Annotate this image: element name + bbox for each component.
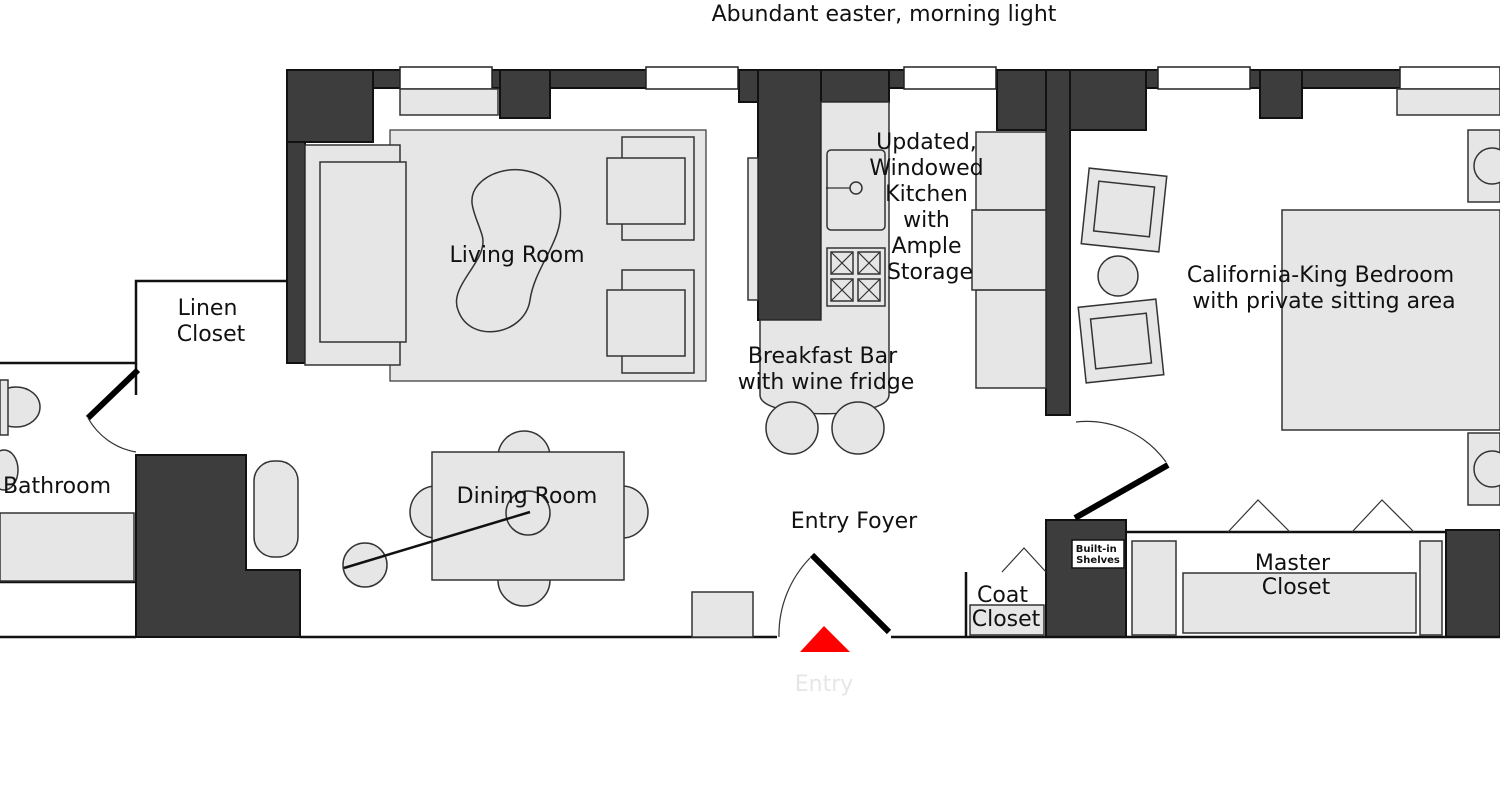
bar-stool [765,401,819,455]
breakfast-bar-label: Breakfast Bar with wine fridge [738,344,915,395]
sitting-chair-seat [1089,312,1153,370]
closet-shelf [1131,540,1177,636]
faucet [849,181,863,195]
bedroom-furniture [1077,129,1500,506]
window-sill [1396,88,1500,116]
linen-closet-label: Linen Closet [177,296,246,347]
bar-stool [831,401,885,455]
doors [85,367,1170,638]
living-corner-wall [286,69,374,143]
bed [1281,209,1500,431]
right-wall-block [1445,529,1500,638]
bedroom-pillar [1259,69,1303,119]
window-sill [399,88,499,116]
armchair-seat [606,157,686,225]
bedroom-left-wall [1045,69,1071,416]
kitchen-label: Updated, Windowed Kitchen with Ample Sto… [869,130,990,285]
master-closet-label: Master Closet [1255,551,1337,600]
side-table [1097,255,1139,297]
refrigerator [971,209,1047,291]
entry-marker-icon [800,626,850,652]
closet-wall-block [1045,519,1127,638]
dining-room-label: Dining Room [457,484,598,509]
side-chair [342,542,388,588]
bathtub [0,512,135,582]
toilet-tank [0,379,9,436]
entry-label: Entry [795,672,854,697]
linen-closet-wall [0,279,287,365]
closet-shelf [1419,540,1443,636]
closet-door-chevron [1227,499,1291,533]
kitchen-partition [757,69,822,321]
lamp [1473,450,1500,488]
built-in-shelves-label: Built-in Shelves [1076,544,1121,566]
linen-closet-door [85,367,141,421]
closet-rail [1182,572,1417,634]
coffee-table [455,168,562,333]
wall-pillar [499,69,551,119]
window [903,66,997,90]
sitting-chair-seat [1092,180,1156,238]
lamp [1473,147,1500,185]
bathroom-label: Bathroom [3,474,111,499]
window [1157,66,1251,90]
bedroom-label: California-King Bedroom with private sit… [1187,263,1461,314]
door-swing [1075,420,1167,463]
sofa-cushion [319,161,407,343]
entry-door [809,552,892,635]
closet-fixtures [969,499,1443,636]
pendant-line [343,510,531,570]
sink [0,449,19,491]
kitchen-counter-edge [747,157,759,301]
entry-bench [691,591,754,638]
orientation-note: Abundant easter, morning light [712,2,1057,27]
living-room-label: Living Room [449,243,584,268]
window [399,66,493,90]
dining-furniture [253,430,754,638]
bedroom-corner-wall [996,69,1147,131]
built-in-shelves [1071,539,1125,569]
console-table [253,460,299,558]
room-labels: Living Room Linen Closet Updated, Window… [3,130,1461,697]
closet-door-chevron [1351,499,1415,533]
kitchen-fixtures [747,101,1047,455]
armchair-seat [606,289,686,357]
toilet [0,386,41,428]
bedroom-door [1073,462,1170,521]
bathroom-fixtures [0,379,135,582]
living-room-furniture [304,129,707,382]
coat-closet-label: Coat Closet [972,583,1041,632]
window [645,66,739,90]
stove-burners [830,251,881,302]
entry-foyer-label: Entry Foyer [791,509,918,534]
door-swing [87,417,137,453]
closet-door-chevron [1001,547,1047,573]
coat-rail [969,604,1045,636]
door-swing [778,557,811,638]
window [1399,66,1500,90]
windows [399,66,1500,116]
